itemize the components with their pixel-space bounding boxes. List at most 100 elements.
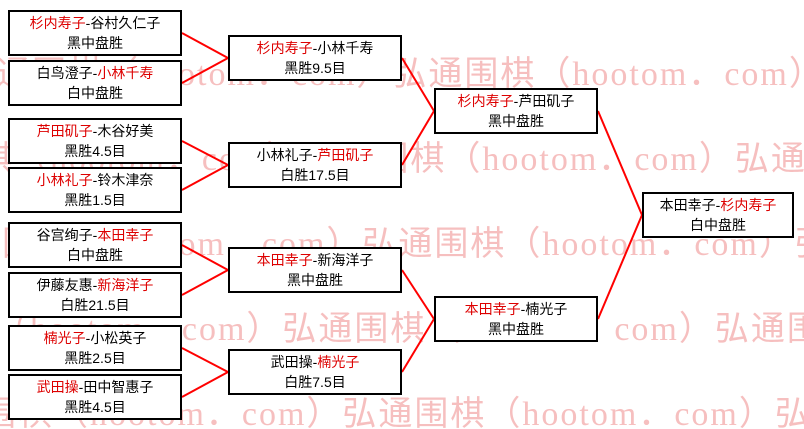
connector-line xyxy=(181,347,229,373)
match-r1-m3: 芦田矶子-木谷好美 黑胜4.5目 xyxy=(8,118,182,164)
player1-name: 本田幸子 xyxy=(659,197,716,213)
player2-name: 谷村久仁子 xyxy=(90,15,161,31)
player1-name: 小林礼子 xyxy=(36,172,93,188)
connector-line xyxy=(401,269,435,320)
match-players: 武田操-田中智惠子 xyxy=(10,377,180,397)
match-players: 杉内寿子-谷村久仁子 xyxy=(10,13,180,33)
match-players: 谷宫绚子-本田幸子 xyxy=(10,225,180,245)
match-r2-m3: 本田幸子-新海洋子 黑中盘胜 xyxy=(228,247,402,293)
match-players: 本田幸子-楠光子 xyxy=(436,299,596,319)
player2-name: 铃木津奈 xyxy=(97,172,154,188)
player2-name: 杉内寿子 xyxy=(720,197,777,213)
match-r1-m5: 谷宫绚子-本田幸子 白中盘胜 xyxy=(8,222,182,268)
match-players: 杉内寿子-芦田矶子 xyxy=(436,91,596,111)
match-result: 白中盘胜 xyxy=(67,85,123,101)
player1-name: 小林礼子 xyxy=(256,147,313,163)
connector-line xyxy=(597,110,643,216)
match-players: 杉内寿子-小林千寿 xyxy=(230,38,400,58)
player2-name: 新海洋子 xyxy=(97,277,154,293)
match-r1-m1: 杉内寿子-谷村久仁子 黑中盘胜 xyxy=(8,10,182,56)
player1-name: 白鸟澄子 xyxy=(36,65,93,81)
match-result: 白中盘胜 xyxy=(690,217,746,233)
player2-name: 本田幸子 xyxy=(97,227,154,243)
match-players: 武田操-楠光子 xyxy=(230,352,400,372)
match-players: 小林礼子-芦田矶子 xyxy=(230,145,400,165)
player2-name: 小林千寿 xyxy=(317,40,374,56)
match-players: 伊藤友惠-新海洋子 xyxy=(10,275,180,295)
connector-line xyxy=(181,164,229,191)
match-r1-m7: 楠光子-小松英子 黑胜2.5目 xyxy=(8,325,182,371)
connector-line xyxy=(401,57,435,112)
player2-name: 楠光子 xyxy=(525,301,568,317)
connector-line xyxy=(181,244,229,271)
match-players: 本田幸子-杉内寿子 xyxy=(644,195,792,215)
player1-name: 本田幸子 xyxy=(464,301,521,317)
match-result: 黑胜1.5目 xyxy=(64,192,126,208)
player1-name: 芦田矶子 xyxy=(36,123,93,139)
players-separator: - xyxy=(85,15,91,31)
players-separator: - xyxy=(312,40,318,56)
players-separator: - xyxy=(92,227,98,243)
match-result: 黑中盘胜 xyxy=(488,113,544,129)
player1-name: 楠光子 xyxy=(43,330,86,346)
player2-name: 木谷好美 xyxy=(97,123,154,139)
match-players: 楠光子-小松英子 xyxy=(10,328,180,348)
player1-name: 武田操 xyxy=(270,354,313,370)
player2-name: 小松英子 xyxy=(90,330,147,346)
match-result: 白胜17.5目 xyxy=(280,167,350,183)
player1-name: 杉内寿子 xyxy=(457,93,514,109)
match-result: 黑胜4.5目 xyxy=(64,143,126,159)
connector-line xyxy=(401,318,435,373)
players-separator: - xyxy=(78,379,84,395)
players-separator: - xyxy=(85,330,91,346)
match-result: 白胜7.5目 xyxy=(284,374,346,390)
match-result: 黑胜2.5目 xyxy=(64,350,126,366)
match-sf-m1: 杉内寿子-芦田矶子 黑中盘胜 xyxy=(434,88,598,134)
players-separator: - xyxy=(513,93,519,109)
connector-line xyxy=(181,32,229,59)
player2-name: 小林千寿 xyxy=(97,65,154,81)
match-players: 本田幸子-新海洋子 xyxy=(230,250,400,270)
match-players: 芦田矶子-木谷好美 xyxy=(10,121,180,141)
match-r1-m8: 武田操-田中智惠子 黑胜4.5目 xyxy=(8,374,182,420)
players-separator: - xyxy=(92,65,98,81)
match-result: 黑胜9.5目 xyxy=(284,60,346,76)
player1-name: 伊藤友惠 xyxy=(36,277,93,293)
match-final: 本田幸子-杉内寿子 白中盘胜 xyxy=(642,192,794,238)
connector-line xyxy=(181,140,229,166)
player1-name: 本田幸子 xyxy=(256,252,313,268)
players-separator: - xyxy=(520,301,526,317)
connector-line xyxy=(181,57,229,84)
players-separator: - xyxy=(312,147,318,163)
connector-line xyxy=(597,214,643,320)
match-result: 黑中盘胜 xyxy=(287,272,343,288)
match-r2-m2: 小林礼子-芦田矶子 白胜17.5目 xyxy=(228,142,402,188)
match-sf-m2: 本田幸子-楠光子 黑中盘胜 xyxy=(434,296,598,342)
match-r2-m1: 杉内寿子-小林千寿 黑胜9.5目 xyxy=(228,35,402,81)
connector-line xyxy=(181,269,229,296)
match-result: 黑中盘胜 xyxy=(67,35,123,51)
match-result: 黑胜4.5目 xyxy=(64,399,126,415)
players-separator: - xyxy=(312,354,318,370)
player1-name: 武田操 xyxy=(36,379,79,395)
player2-name: 田中智惠子 xyxy=(83,379,154,395)
match-r1-m4: 小林礼子-铃木津奈 黑胜1.5目 xyxy=(8,167,182,213)
match-players: 小林礼子-铃木津奈 xyxy=(10,170,180,190)
players-separator: - xyxy=(715,197,721,213)
match-players: 白鸟澄子-小林千寿 xyxy=(10,63,180,83)
player2-name: 芦田矶子 xyxy=(518,93,575,109)
player1-name: 杉内寿子 xyxy=(256,40,313,56)
match-result: 白胜21.5目 xyxy=(60,297,130,313)
players-separator: - xyxy=(92,123,98,139)
player1-name: 杉内寿子 xyxy=(29,15,86,31)
connector-line xyxy=(181,371,229,398)
players-separator: - xyxy=(92,277,98,293)
player1-name: 谷宫绚子 xyxy=(36,227,93,243)
players-separator: - xyxy=(92,172,98,188)
match-r1-m2: 白鸟澄子-小林千寿 白中盘胜 xyxy=(8,60,182,106)
match-result: 黑中盘胜 xyxy=(488,321,544,337)
player2-name: 楠光子 xyxy=(317,354,360,370)
connector-line xyxy=(401,110,435,166)
match-result: 白中盘胜 xyxy=(67,247,123,263)
